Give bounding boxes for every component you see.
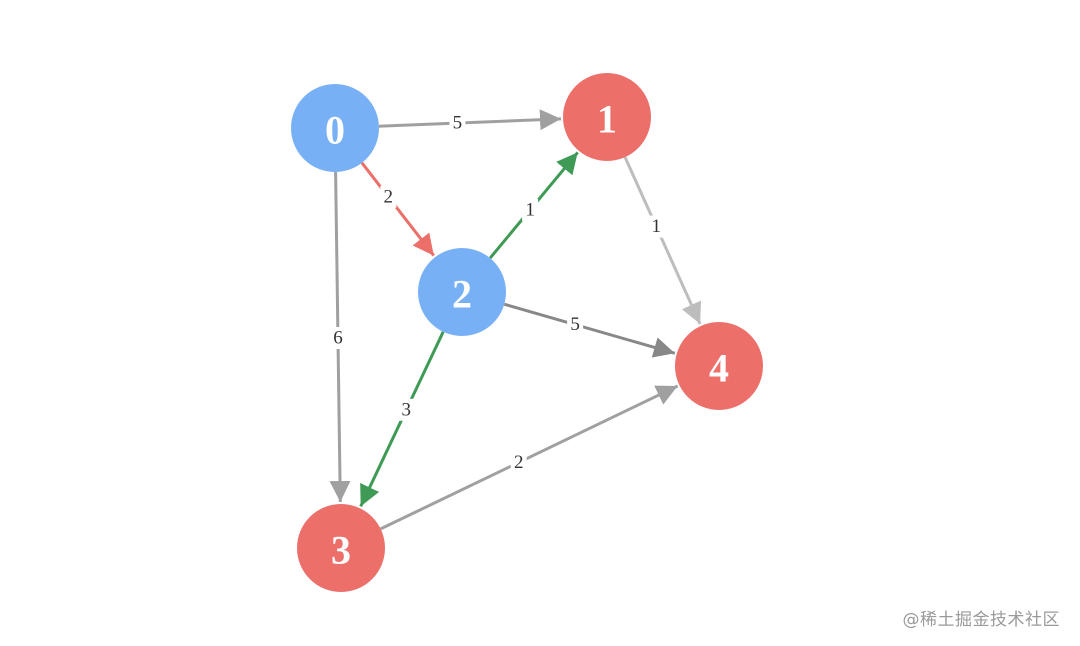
- node-label-1: 1: [597, 97, 617, 142]
- edge-label-bg-0-3: [330, 327, 346, 349]
- edge-1-4: [623, 156, 702, 325]
- edge-weight-1-4: 1: [652, 216, 662, 237]
- node-circle-3: [297, 504, 385, 592]
- edge-label-bg-2-3: [398, 398, 415, 421]
- node-label-0: 0: [325, 108, 345, 153]
- node-0: 0: [291, 84, 379, 172]
- nodes-layer: 0 1 2 3 4: [291, 73, 763, 592]
- node-circle-2: [418, 248, 506, 336]
- node-2: 2: [418, 248, 506, 336]
- edge-label-bg-2-1: [522, 198, 539, 221]
- node-circle-4: [675, 322, 763, 410]
- node-label-2: 2: [452, 272, 472, 317]
- edge-weight-2-4: 5: [570, 314, 580, 335]
- edge-0-2: [360, 161, 435, 257]
- node-4: 4: [675, 322, 763, 410]
- edge-weight-3-4: 2: [514, 452, 524, 473]
- edge-label-bg-1-4: [648, 215, 665, 238]
- edge-weight-0-2: 2: [384, 186, 394, 207]
- edge-2-4: [503, 302, 676, 358]
- node-1: 1: [563, 73, 651, 161]
- edge-3-4: [379, 384, 679, 531]
- edge-weight-0-1: 5: [453, 113, 463, 134]
- edge-weight-0-3: 6: [333, 328, 343, 349]
- edge-weight-2-1: 1: [525, 199, 535, 220]
- watermark-text: @稀土掘金技术社区: [902, 610, 1060, 630]
- edge-weight-2-3: 3: [402, 399, 412, 420]
- node-label-3: 3: [331, 528, 351, 573]
- node-circle-1: [563, 73, 651, 161]
- node-label-4: 4: [709, 346, 729, 391]
- edge-label-bg-2-4: [567, 313, 584, 336]
- node-circle-0: [291, 84, 379, 172]
- edge-label-bg-0-2: [380, 185, 397, 208]
- edge-labels-layer: 5 2 6 1 3 5 1 2: [330, 112, 665, 474]
- edge-label-bg-0-1: [449, 112, 466, 134]
- edge-label-bg-3-4: [510, 451, 527, 474]
- edge-0-1: [378, 109, 562, 131]
- node-3: 3: [297, 504, 385, 592]
